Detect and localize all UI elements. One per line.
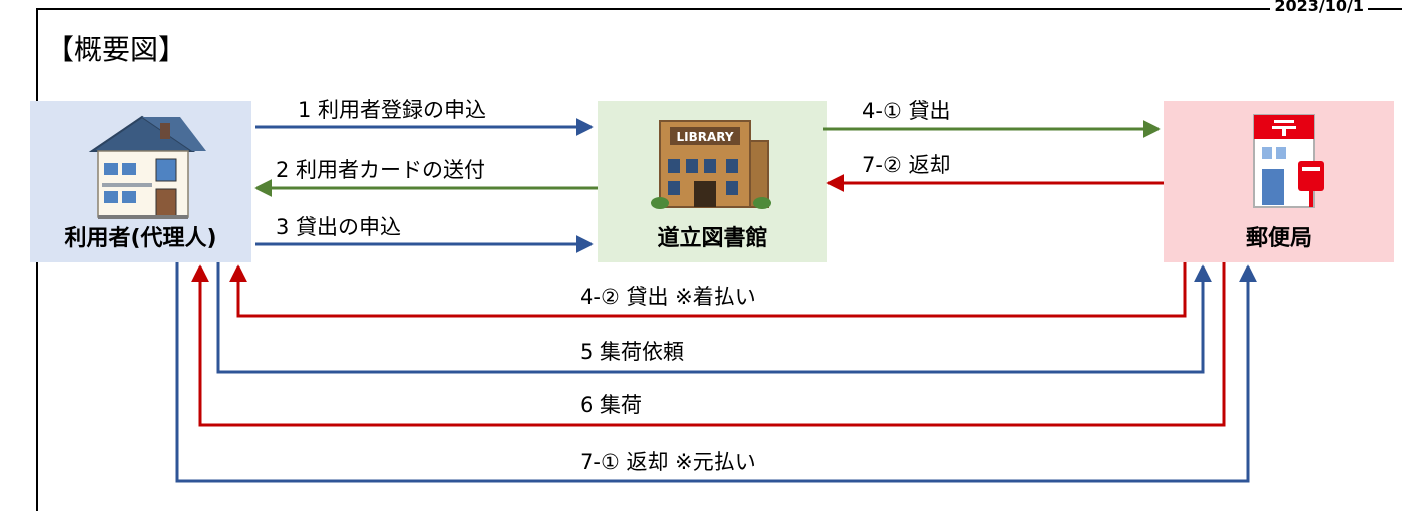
user-node: 利用者(代理人) — [30, 101, 251, 262]
flow-label-5: 5 集荷依頼 — [580, 340, 684, 364]
flow-label-1: 1 利用者登録の申込 — [298, 98, 486, 122]
flow-label-4-2: 4-② 貸出 ※着払い — [580, 285, 756, 309]
library-sign-text: LIBRARY — [676, 130, 733, 144]
flow-arrow-4-2 — [229, 262, 1187, 318]
flow-label-7-2: 7-② 返却 — [862, 153, 950, 177]
date-stamp: 2023/10/1 — [1270, 0, 1368, 16]
flow-arrow-5 — [216, 262, 1212, 374]
flow-label-3: 3 貸出の申込 — [276, 215, 401, 239]
house-icon — [88, 115, 206, 219]
post-office-node-label: 郵便局 — [1245, 226, 1312, 251]
diagram-title: 【概要図】 — [46, 33, 187, 66]
post-office-node: 郵便局 — [1164, 101, 1394, 262]
flow-label-6: 6 集荷 — [580, 393, 642, 417]
flow-label-2: 2 利用者カードの送付 — [276, 158, 485, 182]
flow-label-4-1: 4-① 貸出 — [862, 99, 950, 123]
library-node: LIBRARY 道立図書館 — [598, 101, 827, 262]
library-node-label: 道立図書館 — [657, 226, 768, 251]
flow-arrow-7-1 — [175, 262, 1257, 483]
library-building-icon: LIBRARY — [651, 120, 771, 209]
user-node-label: 利用者(代理人) — [64, 226, 217, 251]
flow-arrow-6 — [191, 262, 1226, 427]
post-office-icon — [1253, 114, 1324, 208]
flow-label-7-1: 7-① 返却 ※元払い — [580, 450, 756, 474]
